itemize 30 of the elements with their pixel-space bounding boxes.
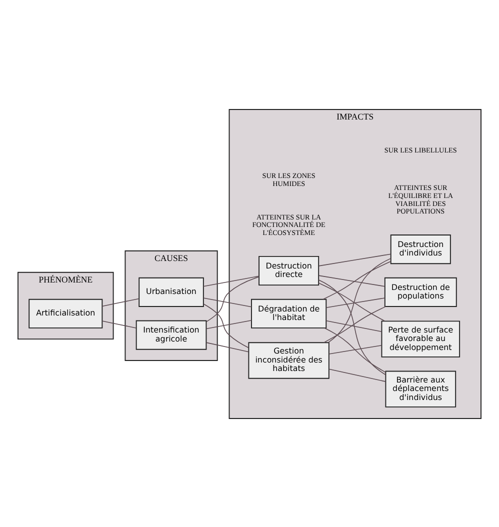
- connector: [206, 320, 252, 329]
- node-box: Destruction de populations: [384, 276, 457, 306]
- node-box: Intensification agricole: [136, 320, 207, 350]
- connector: [322, 260, 392, 300]
- connector: [102, 320, 136, 328]
- connector: [318, 282, 386, 321]
- node-box: Barrière aux déplacements d'individus: [385, 370, 456, 407]
- connector: [328, 368, 386, 382]
- connector: [318, 274, 386, 286]
- node-box: Gestion inconsidérée des habitats: [248, 342, 330, 378]
- connector: [206, 342, 249, 352]
- connector: [318, 253, 392, 266]
- node-box: Destruction d'individus: [390, 234, 451, 264]
- connector: [203, 303, 249, 348]
- connector: [324, 327, 386, 372]
- node-box: Destruction directe: [258, 255, 320, 286]
- node-box: Dégradation de l'habitat: [251, 298, 327, 328]
- node-box: Perte de surface favorable au développement: [381, 320, 460, 357]
- node-box: Urbanisation: [138, 276, 204, 306]
- connector: [203, 275, 260, 286]
- node-box: Artificialisation: [28, 298, 103, 328]
- connector: [102, 298, 140, 306]
- connector: [326, 297, 386, 308]
- connector: [326, 320, 382, 332]
- connector: [203, 297, 252, 307]
- connector: [206, 276, 260, 322]
- connector: [318, 279, 386, 375]
- connector: [328, 344, 382, 354]
- connector: [328, 258, 392, 342]
- connector: [323, 306, 386, 342]
